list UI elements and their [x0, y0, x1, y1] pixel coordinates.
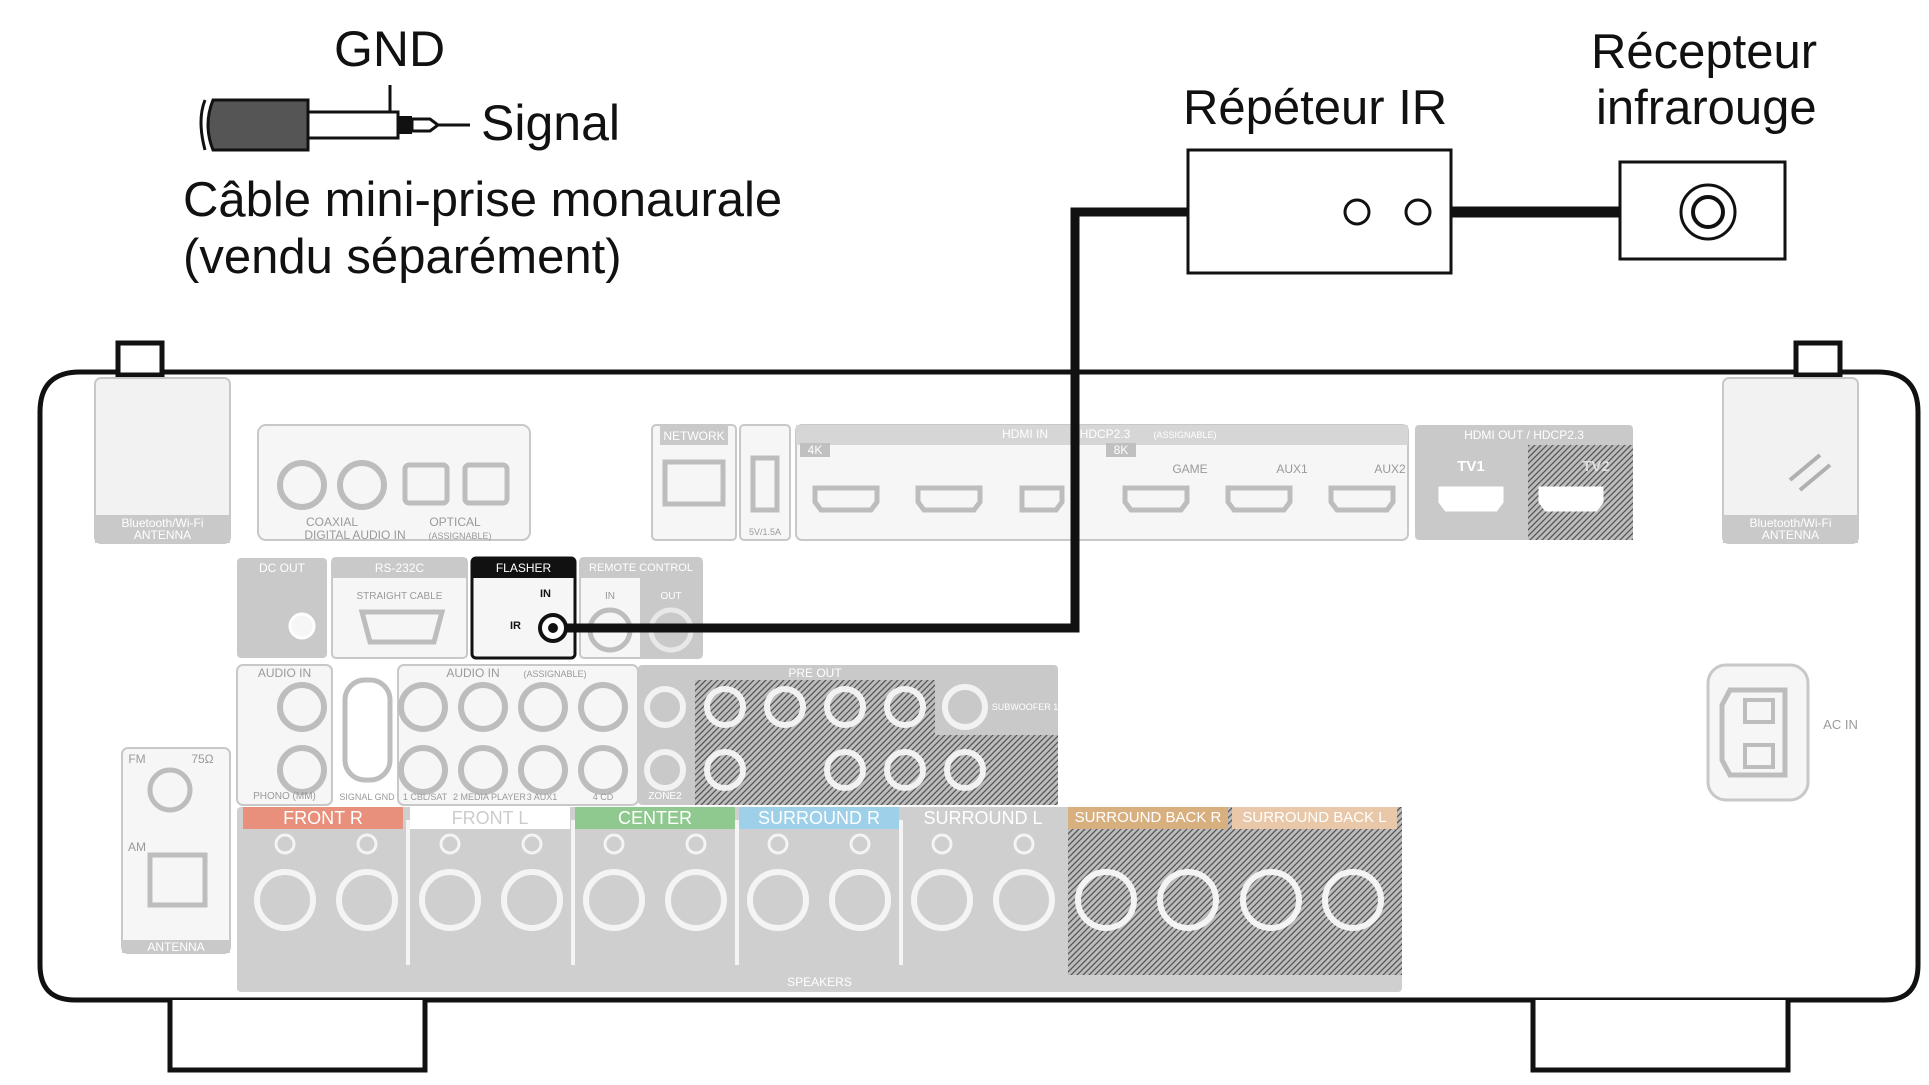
signal-label: Signal [481, 95, 620, 151]
receiver-chassis [37, 340, 1921, 1073]
audio-in-1: 1 CBL/SAT [402, 792, 448, 802]
rs232c-title: RS-232C [374, 561, 425, 575]
hdmi-in-ports[interactable] [812, 485, 1396, 513]
hdmi-in-4-name: GAME [1172, 462, 1208, 476]
audio-in-jacks[interactable] [398, 682, 628, 795]
flasher-ir-label: IR [510, 620, 521, 632]
repeater-jack-1[interactable] [1343, 198, 1371, 226]
remote-in-label: IN [605, 591, 615, 602]
flasher-cable [554, 207, 1188, 633]
hdmi-out-tv1: TV1 [1457, 458, 1485, 475]
flasher-in-label: IN [540, 588, 551, 600]
dc-out-jack[interactable] [288, 612, 316, 640]
dc-out-title: DC OUT [259, 561, 305, 575]
optical-jack-1[interactable] [402, 462, 450, 506]
signal-gnd-label: SIGNAL GND [339, 792, 395, 802]
network-port[interactable] [662, 459, 726, 507]
gnd-label: GND [334, 21, 446, 77]
audio-in-3: 3 AUX1 [526, 792, 558, 802]
remote-out-label: OUT [660, 591, 682, 602]
coaxial-jack-1[interactable] [277, 460, 327, 510]
ir-sensor-icon [1691, 195, 1725, 229]
speaker-terminals[interactable] [254, 869, 1384, 931]
speaker-surround-back-l: SURROUND BACK L [1232, 807, 1397, 829]
optical-label: OPTICAL [429, 515, 481, 529]
pre-out-jacks[interactable] [644, 684, 988, 791]
speaker-front-l: FRONT L [410, 807, 570, 829]
remote-title: REMOTE CONTROL [589, 562, 693, 574]
digital-audio-title: DIGITAL AUDIO IN [304, 528, 406, 542]
hdmi-in-assignable: (ASSIGNABLE) [1153, 430, 1217, 440]
hdmi-out-tv2-port[interactable] [1538, 486, 1604, 512]
audio-in-title: AUDIO IN [257, 666, 312, 680]
bt-antenna-left-band [95, 515, 230, 543]
bt-antenna-icon [1788, 453, 1832, 492]
antenna-left-stub [115, 340, 165, 378]
ac-in-label: AC IN [1823, 717, 1858, 732]
usb-port[interactable] [750, 455, 780, 513]
hdmi-out-title: HDMI OUT / HDCP2.3 [1464, 428, 1584, 442]
speakers-title: SPEAKERS [787, 975, 852, 989]
flasher-title: FLASHER [495, 561, 552, 575]
speaker-center: CENTER [575, 807, 735, 829]
pre-out-subwoofer: SUBWOOFER 1 [991, 702, 1059, 712]
bt-antenna-right-band [1723, 515, 1858, 543]
hdmi-out-tv2: TV2 [1582, 458, 1610, 475]
hdmi-badge-8k: 8K [1113, 443, 1129, 457]
network-label: NETWORK [663, 429, 725, 443]
receiver-label-line1: Récepteur [1591, 25, 1818, 79]
fm-antenna-jack[interactable] [147, 767, 193, 813]
rs232c-port[interactable] [358, 609, 446, 645]
receiver-label-line2: infrarouge [1596, 81, 1817, 135]
hdmi-out-tv1-port[interactable] [1438, 486, 1504, 512]
audio-in-4: 4 CD [592, 792, 614, 802]
cable-name-line2: (vendu séparément) [183, 230, 622, 284]
optical-jack-2[interactable] [462, 462, 510, 506]
hdmi-in-5-name: AUX1 [1276, 462, 1308, 476]
phono-label: PHONO (MM) [253, 791, 316, 802]
signal-gnd-terminal[interactable] [342, 677, 393, 783]
antenna-right-stub [1793, 340, 1843, 378]
fm-label: FM [128, 752, 146, 766]
speaker-front-r: FRONT R [243, 807, 403, 829]
hdmi-in-6-name: AUX2 [1374, 462, 1406, 476]
mini-plug-illustration [199, 85, 470, 152]
phono-jacks[interactable] [277, 682, 327, 795]
bt-antenna-left-label-1: Bluetooth/Wi-Fi [121, 516, 204, 530]
fm-ohm-label: 75Ω [191, 752, 214, 766]
audio-in-assignable-title: AUDIO IN [446, 666, 500, 680]
digital-audio-assignable: (ASSIGNABLE) [428, 531, 492, 541]
am-antenna-terminal[interactable] [147, 852, 208, 908]
speaker-surround-back-r: SURROUND BACK R [1068, 807, 1228, 829]
audio-in-2: 2 MEDIA PLAYER [453, 792, 526, 802]
speaker-surround-l: SURROUND L [903, 807, 1063, 829]
bt-antenna-left-label-2: ANTENNA [133, 528, 192, 542]
am-label: AM [128, 840, 146, 854]
coaxial-jack-2[interactable] [337, 460, 387, 510]
ac-in-socket[interactable] [1719, 687, 1788, 778]
hdmi-in-title: HDMI IN [1002, 427, 1048, 441]
audio-in-assignable: (ASSIGNABLE) [523, 669, 587, 679]
foot-right [1530, 1000, 1791, 1073]
speaker-surround-r: SURROUND R [739, 807, 899, 829]
repeater-label: Répéteur IR [1183, 81, 1448, 135]
bt-antenna-right-label-2: ANTENNA [1761, 528, 1820, 542]
foot-left [167, 1000, 428, 1073]
usb-rating: 5V/1.5A [748, 527, 782, 537]
pre-out-zone2: ZONE2 [648, 791, 682, 802]
hdmi-in-hdcp: HDCP2.3 [1079, 427, 1131, 441]
antenna-label: ANTENNA [147, 940, 205, 954]
coaxial-label: COAXIAL [305, 515, 359, 529]
pre-out-title: PRE OUT [788, 666, 842, 680]
rs232c-sub: STRAIGHT CABLE [356, 591, 443, 602]
cable-name-line1: Câble mini-prise monaurale [183, 173, 783, 227]
repeater-jack-2[interactable] [1404, 198, 1432, 226]
hdmi-badge-4k: 4K [807, 443, 823, 457]
bt-antenna-right-label-1: Bluetooth/Wi-Fi [1749, 516, 1832, 530]
